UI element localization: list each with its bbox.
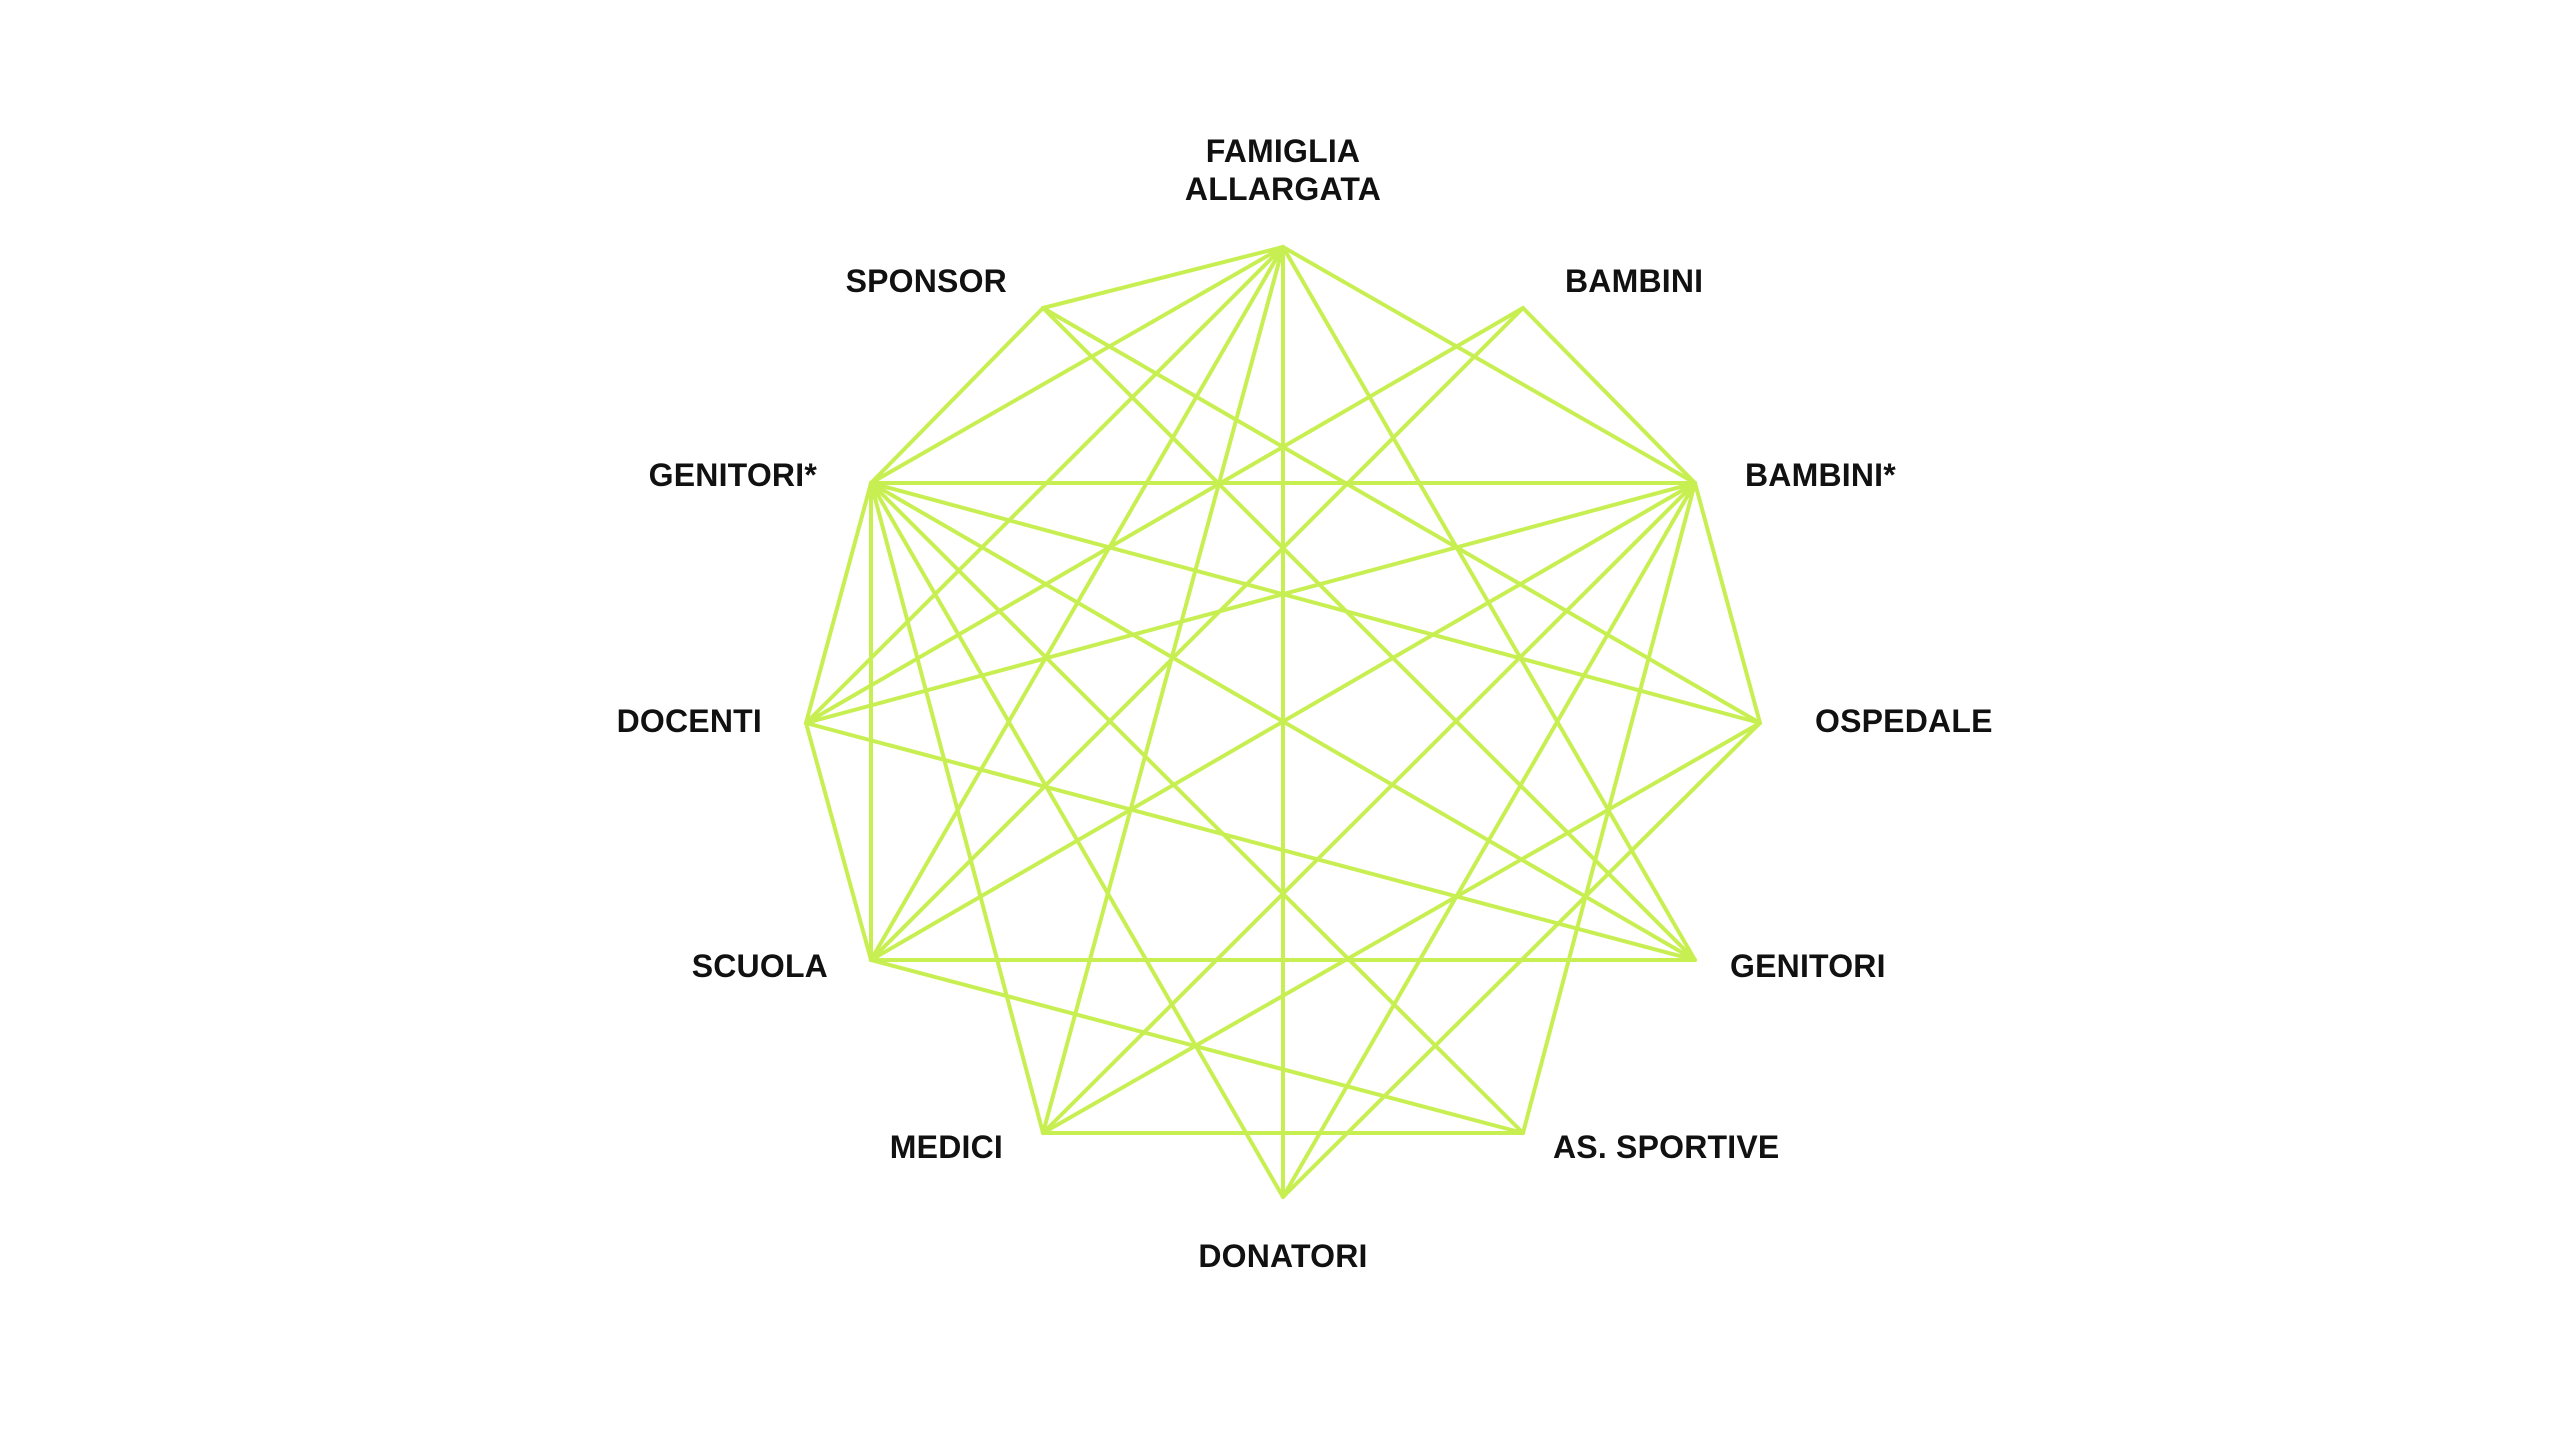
edge-medici-genitori_star <box>869 481 1045 1135</box>
node-label-scuola: SCUOLA <box>692 947 828 985</box>
edge-famiglia_allargata-medici <box>1041 245 1285 1135</box>
node-label-line: BAMBINI <box>1565 263 1704 299</box>
edge-famiglia_allargata-genitori_star <box>869 245 1285 485</box>
node-label-line: SPONSOR <box>845 263 1007 299</box>
node-label-line: OSPEDALE <box>1815 703 1993 739</box>
edge-bambini_star-docenti <box>804 481 1697 725</box>
node-label-line: GENITORI <box>1730 948 1886 984</box>
node-label-genitori: GENITORI <box>1730 947 1886 985</box>
edge-bambini_star-ospedale <box>1693 481 1762 725</box>
node-label-line: DOCENTI <box>616 703 762 739</box>
node-label-line: SCUOLA <box>691 948 828 984</box>
edge-ospedale-medici <box>1041 721 1762 1135</box>
edge-donatori-genitori_star <box>869 481 1285 1199</box>
node-label-line: DONATORI <box>1198 1238 1368 1274</box>
edge-bambini-bambini_star <box>1521 306 1697 485</box>
node-label-genitori-star: GENITORI* <box>649 456 817 494</box>
node-label-famiglia-allargata: FAMIGLIA ALLARGATA <box>1185 132 1381 208</box>
node-label-bambini: BAMBINI <box>1565 262 1703 300</box>
node-label-as-sportive: AS. SPORTIVE <box>1553 1128 1779 1166</box>
edge-as_sportive-genitori_star <box>869 481 1525 1135</box>
edge-genitori-genitori_star <box>869 481 1697 962</box>
node-label-line: FAMIGLIA <box>1205 133 1361 169</box>
edge-bambini_star-medici <box>1041 481 1697 1135</box>
edge-famiglia_allargata-bambini_star <box>1281 245 1697 485</box>
edge-docenti-scuola <box>804 721 873 962</box>
edge-genitori-sponsor <box>1041 306 1697 962</box>
node-label-sponsor: SPONSOR <box>846 262 1007 300</box>
node-label-line: BAMBINI* <box>1745 457 1896 493</box>
node-label-donatori: DONATORI <box>1198 1237 1367 1275</box>
node-label-line: GENITORI* <box>648 457 817 493</box>
edge-bambini-docenti <box>804 306 1525 725</box>
node-label-bambini-star: BAMBINI* <box>1745 456 1896 494</box>
edge-ospedale-sponsor <box>1041 306 1762 725</box>
edge-ospedale-genitori_star <box>869 481 1762 725</box>
node-label-docenti: DOCENTI <box>617 702 762 740</box>
node-label-line: AS. SPORTIVE <box>1553 1129 1780 1165</box>
edges-group <box>804 245 1762 1199</box>
edge-genitori-docenti <box>804 721 1697 962</box>
edge-bambini-scuola <box>869 306 1525 962</box>
node-label-line: MEDICI <box>889 1129 1003 1165</box>
edge-famiglia_allargata-sponsor <box>1041 245 1285 310</box>
node-label-medici: MEDICI <box>890 1128 1003 1166</box>
node-label-line: ALLARGATA <box>1184 171 1382 207</box>
node-label-ospedale: OSPEDALE <box>1815 702 1993 740</box>
edge-docenti-genitori_star <box>804 481 873 725</box>
edge-sponsor-genitori_star <box>869 306 1045 485</box>
